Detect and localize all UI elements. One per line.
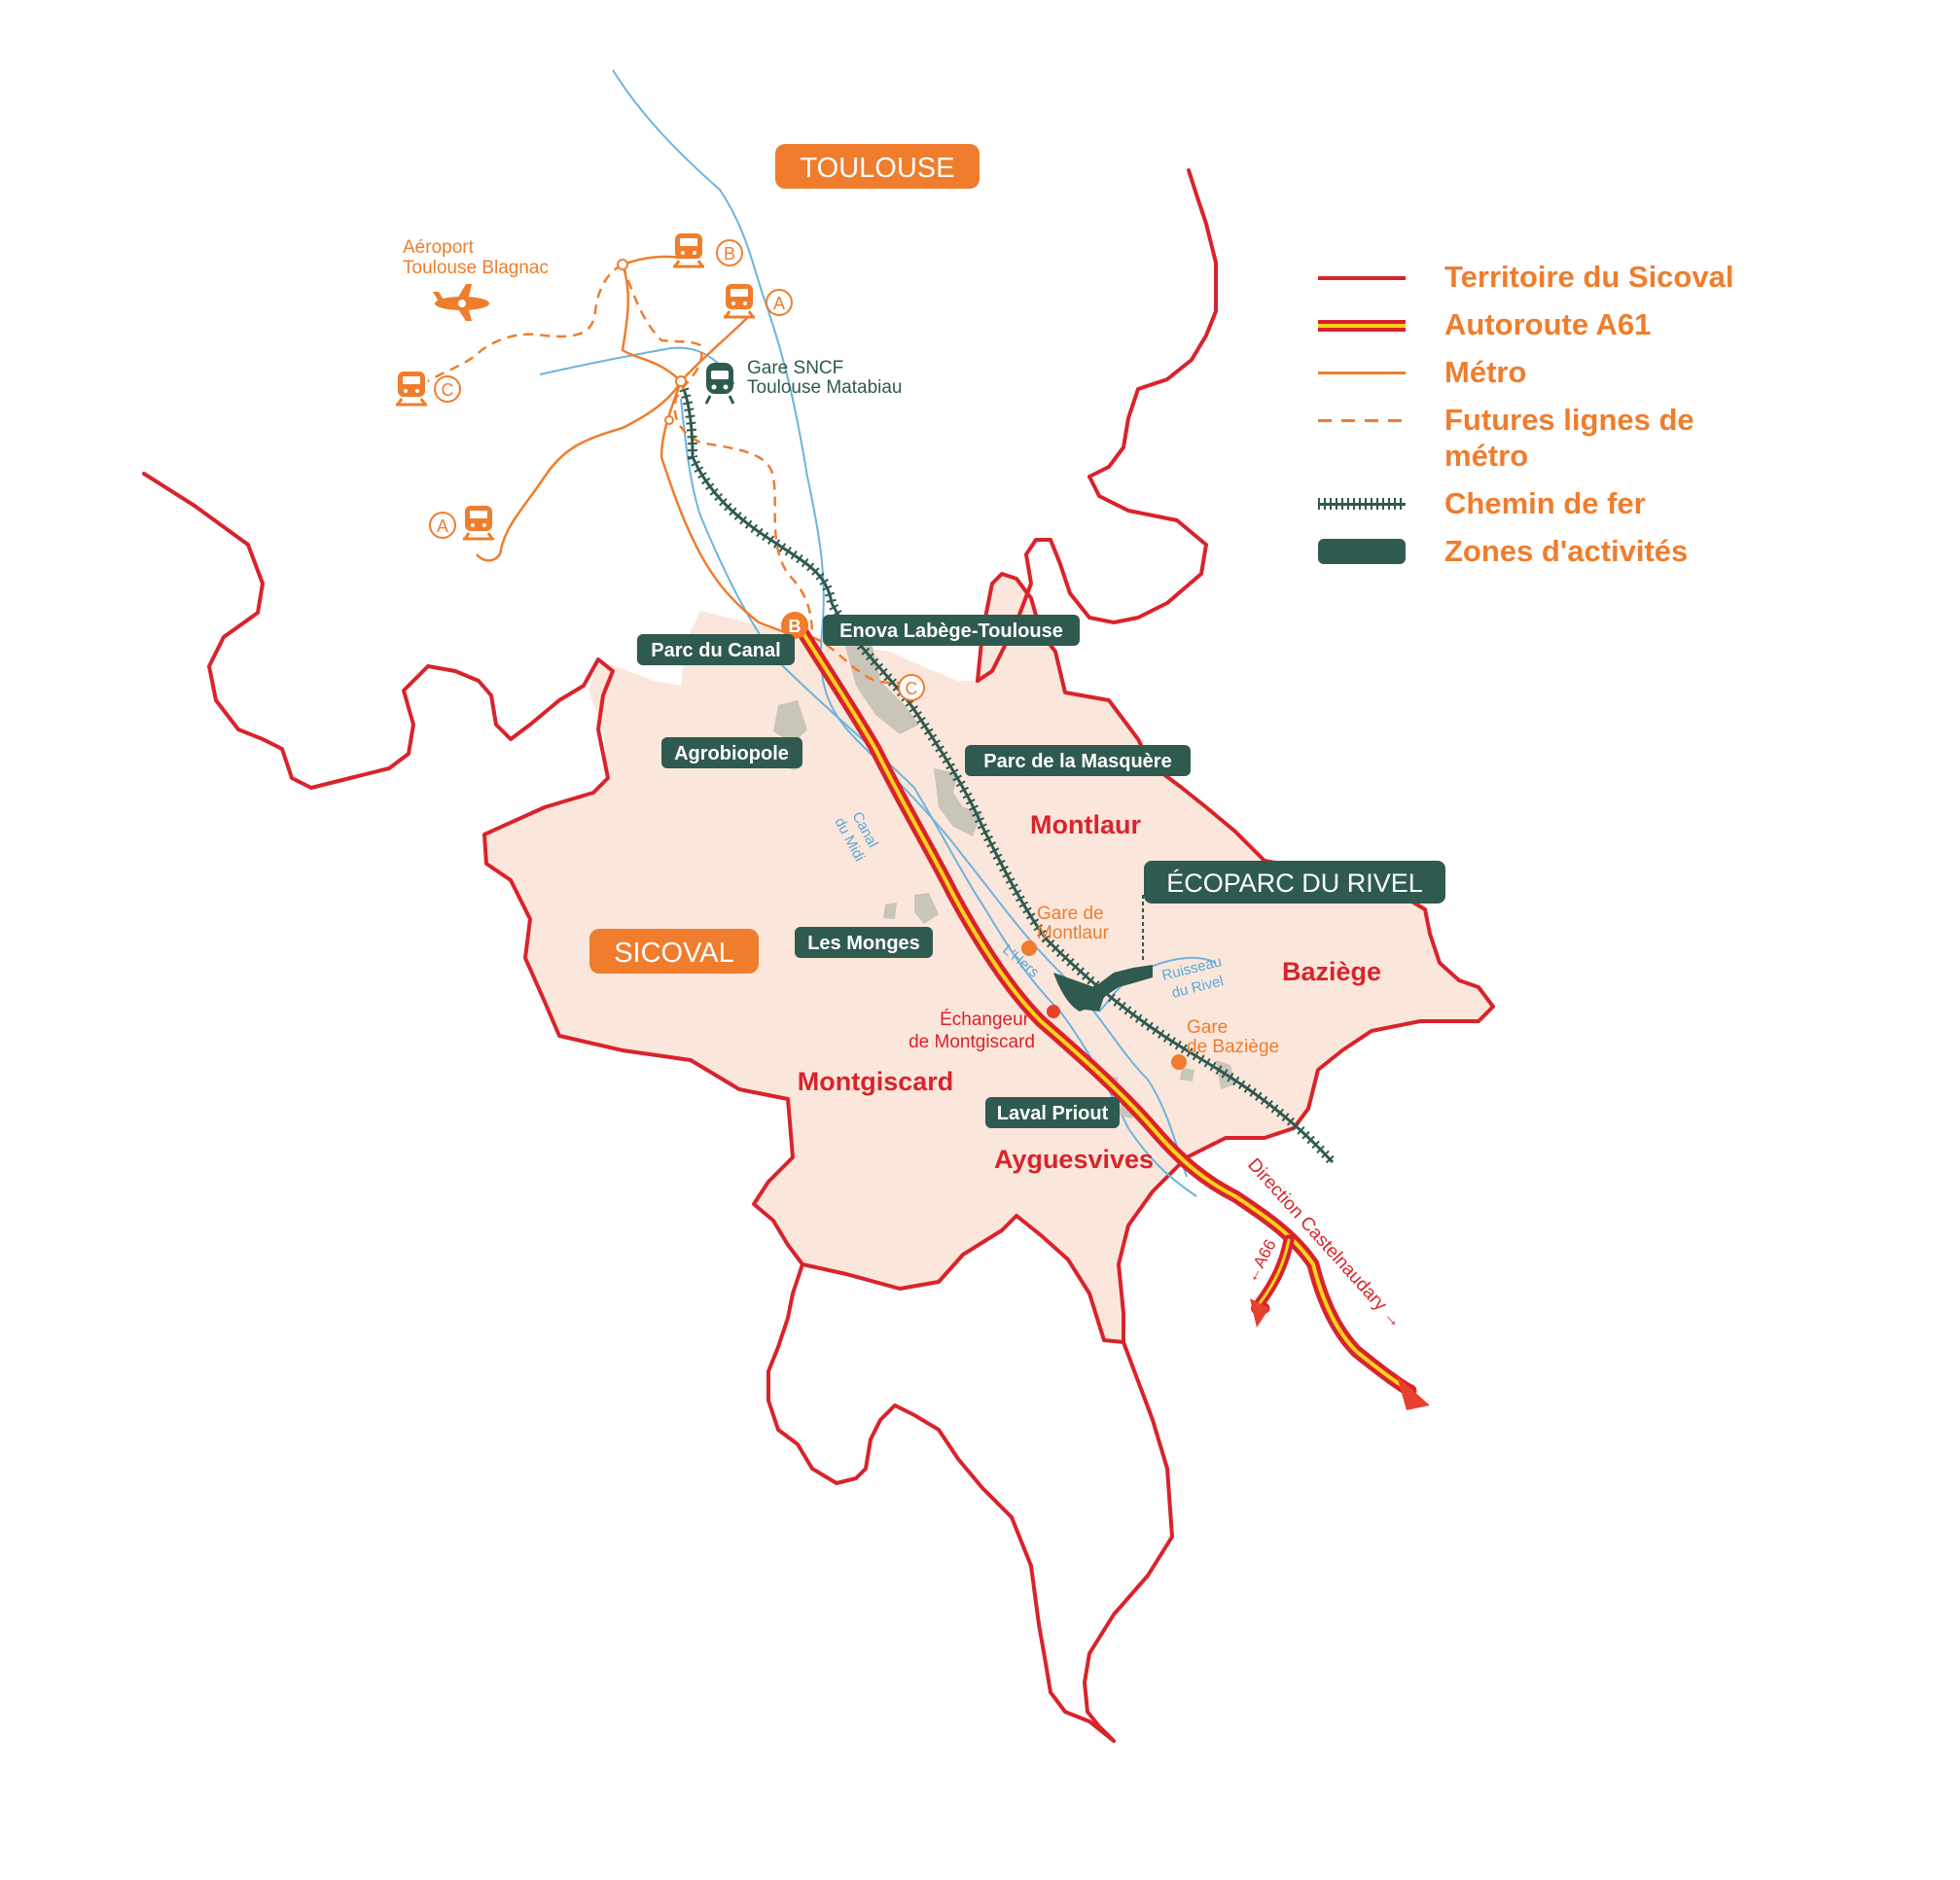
zone-agrobiopole: Agrobiopole — [674, 743, 789, 764]
ecoparc-zone — [1053, 965, 1153, 1011]
line-a-letter-bottom: A — [437, 516, 448, 536]
zone-parc-canal: Parc du Canal — [651, 640, 780, 661]
town-baziege: Baziège — [1282, 957, 1381, 986]
legend-highway-line — [1318, 320, 1406, 332]
metro-icon-a-bottom — [463, 506, 494, 541]
legend-green-bar — [1318, 539, 1406, 564]
airport-label-2: Toulouse Blagnac — [403, 258, 549, 278]
sicoval-label: SICOVAL — [614, 938, 734, 969]
arrow-castelnaudary — [1397, 1376, 1430, 1410]
arrow-a66 — [1250, 1298, 1269, 1328]
echangeur-label-2: de Montgiscard — [909, 1032, 1035, 1052]
future-metro-lines — [427, 263, 920, 685]
echangeur-dot — [1047, 1005, 1060, 1018]
zone-badges — [637, 615, 1445, 1128]
metro-stations — [617, 259, 687, 425]
legend-zones: Zones d'activités — [1318, 527, 1863, 575]
gare-montlaur-dot — [1021, 940, 1037, 956]
gare-montlaur-label-2: Montlaur — [1037, 923, 1110, 943]
line-a-letter: A — [773, 294, 785, 313]
zone-masquere: Parc de la Masquère — [983, 751, 1171, 772]
metro-icon-b-top — [673, 233, 704, 268]
gare-montlaur-label-1: Gare de — [1037, 904, 1104, 924]
line-b-letter-filled: B — [789, 617, 802, 636]
legend-label: Zones d'activités — [1444, 534, 1689, 568]
legend-autoroute: Autoroute A61 — [1318, 301, 1863, 348]
legend-label: Futures lignes de métro — [1444, 403, 1694, 473]
line-c-letter: C — [442, 380, 454, 400]
legend-label: Métro — [1444, 355, 1527, 389]
town-ayguesvives: Ayguesvives — [994, 1145, 1154, 1174]
legend-territoire: Territoire du Sicoval — [1318, 253, 1863, 301]
gare-sncf-label-1: Gare SNCF — [747, 358, 843, 378]
legend-chemin: Chemin de fer — [1318, 479, 1863, 527]
town-montlaur: Montlaur — [1030, 810, 1141, 839]
legend-label: Autoroute A61 — [1444, 307, 1652, 341]
legend-railway-rail — [1318, 503, 1406, 506]
metro-icon-c — [396, 372, 427, 407]
echangeur-label-1: Échangeur — [940, 1010, 1030, 1030]
metro-icon-a-top — [724, 284, 755, 319]
airport-label-1: Aéroport — [403, 237, 475, 258]
legend-label: Chemin de fer — [1444, 486, 1646, 520]
legend-red-line — [1318, 276, 1406, 280]
sncf-train-icon — [704, 363, 735, 405]
gare-baziege-dot — [1171, 1054, 1187, 1070]
sicoval-badge — [589, 929, 759, 974]
legend-orange-dashed-line — [1318, 419, 1406, 422]
airplane-icon — [433, 284, 489, 321]
gare-sncf-label-2: Toulouse Matabiau — [747, 377, 903, 398]
line-c-letter-right: C — [906, 679, 918, 698]
legend-futures: Futures lignes de métro — [1318, 396, 1863, 479]
ecoparc-label: ÉCOPARC DU RIVEL — [1166, 869, 1423, 898]
legend-label: Territoire du Sicoval — [1444, 260, 1734, 294]
zone-monges: Les Monges — [807, 933, 920, 954]
gare-baziege-label-1: Gare — [1187, 1017, 1228, 1038]
line-b-letter: B — [724, 244, 735, 264]
line-badge-b-filled — [781, 612, 808, 639]
legend-orange-line — [1318, 372, 1406, 374]
railway-base — [682, 388, 1335, 1164]
line-badges — [429, 239, 925, 701]
zone-laval: Laval Priout — [997, 1103, 1109, 1124]
legend-metro: Métro — [1318, 348, 1863, 396]
toulouse-label: TOULOUSE — [800, 153, 954, 184]
toulouse-badge — [775, 144, 980, 189]
town-montgiscard: Montgiscard — [798, 1067, 954, 1096]
legend: Territoire du Sicoval Autoroute A61 Métr… — [1318, 253, 1863, 575]
zone-enova: Enova Labège-Toulouse — [839, 621, 1063, 642]
gare-baziege-label-2: de Baziège — [1187, 1037, 1279, 1057]
highway-a61 — [793, 621, 1417, 1398]
